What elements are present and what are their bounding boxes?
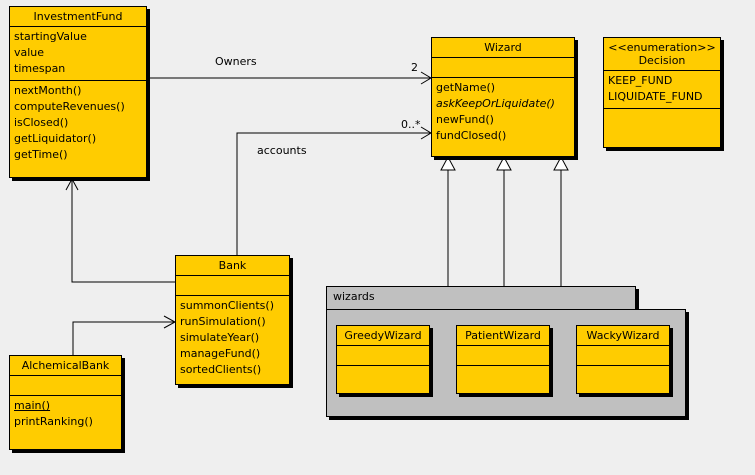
operation-row: computeRevenues() [14,100,125,113]
attributes-wizard [432,57,574,77]
package-name-label: wizards [333,290,375,303]
class-name-greedywizard: GreedyWizard [344,329,422,342]
operation-row-static: main() [14,399,51,412]
class-alchemicalbank[interactable]: AlchemicalBank main() printRanking() [9,355,122,450]
class-name-wackywizard: WackyWizard [586,329,660,342]
class-name-bank: Bank [218,259,247,272]
class-greedywizard[interactable]: GreedyWizard [336,325,430,394]
operations-investmentfund: nextMonth() computeRevenues() isClosed()… [10,80,146,166]
association-alchemicalbank-bank [72,315,177,356]
attributes-bank [176,275,289,295]
attributes-wackywizard [577,345,669,365]
class-name-patientwizard: PatientWizard [465,329,541,342]
package-tab: wizards [326,286,636,310]
class-name-alchemicalbank: AlchemicalBank [21,359,110,372]
class-wizard[interactable]: Wizard getName() askKeepOrLiquidate() ne… [431,37,575,157]
operations-alchemicalbank: main() printRanking() [10,395,121,433]
operation-row: getLiquidator() [14,132,97,145]
operation-row: simulateYear() [180,331,260,344]
attributes-greedywizard [337,345,429,365]
attributes-investmentfund: startingValue value timespan [10,26,146,80]
operation-row: getTime() [14,148,68,161]
operation-row: nextMonth() [14,84,82,97]
operation-row: runSimulation() [180,315,266,328]
literals-decision: KEEP_FUND LIQUIDATE_FUND [604,70,720,108]
association-owners [147,71,432,85]
operation-row: printRanking() [14,415,93,428]
operations-wizard: getName() askKeepOrLiquidate() newFund()… [432,77,574,147]
operations-patientwizard [457,365,549,385]
edge-label-accounts: accounts [257,144,307,157]
attributes-alchemicalbank [10,375,121,395]
operation-row: newFund() [436,113,494,126]
class-bank[interactable]: Bank summonClients() runSimulation() sim… [175,255,290,385]
literal-row: LIQUIDATE_FUND [608,90,703,103]
operation-row: summonClients() [180,299,274,312]
class-name-wizard: Wizard [484,41,522,54]
operation-row: getName() [436,81,496,94]
edge-multiplicity-accounts: 0..* [401,118,421,131]
attribute-row: timespan [14,62,66,75]
enumeration-decision[interactable]: <<enumeration>> Decision KEEP_FUND LIQUI… [603,37,721,148]
enumeration-name-decision: Decision [638,54,686,67]
edge-multiplicity-owners: 2 [411,61,418,74]
operation-row: manageFund() [180,347,261,360]
operations-bank: summonClients() runSimulation() simulate… [176,295,289,381]
association-bank-investmentfund [65,177,175,283]
operation-row-abstract: askKeepOrLiquidate() [436,97,555,110]
operation-row: fundClosed() [436,129,507,142]
literal-row: KEEP_FUND [608,74,673,87]
class-wackywizard[interactable]: WackyWizard [576,325,670,394]
operations-decision [604,108,720,128]
operations-wackywizard [577,365,669,385]
operation-row: sortedClients() [180,363,262,376]
class-patientwizard[interactable]: PatientWizard [456,325,550,394]
operations-greedywizard [337,365,429,385]
attributes-patientwizard [457,345,549,365]
class-name-investmentfund: InvestmentFund [33,10,123,23]
operation-row: isClosed() [14,116,69,129]
stereotype-label: <<enumeration>> [608,41,716,54]
attribute-row: startingValue [14,30,87,43]
class-investmentfund[interactable]: InvestmentFund startingValue value times… [9,6,147,178]
attribute-row: value [14,46,45,59]
edge-label-owners: Owners [215,55,257,68]
